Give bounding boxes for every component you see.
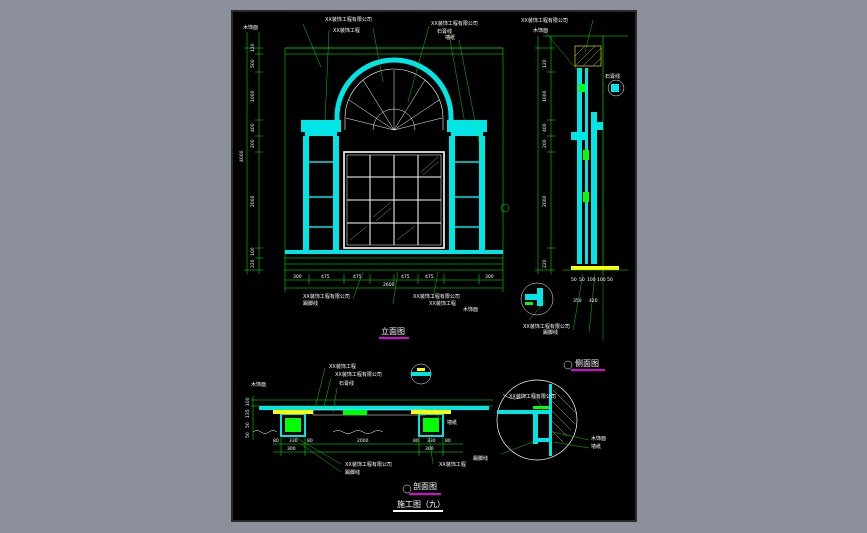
front-elevation	[244, 23, 510, 305]
dim-plan-5: 80	[413, 438, 419, 444]
dim-plan2-2: 300	[425, 446, 434, 452]
dim-front-left-5: 200	[250, 139, 256, 148]
dim-plan-2: 330	[289, 438, 298, 444]
callout-label: XX装饰工程	[439, 461, 466, 468]
dim-side-bottom-4: 100	[597, 277, 606, 283]
dim-front-left-8: 220	[250, 259, 256, 268]
title-sheet: 施工图（九）	[397, 499, 445, 509]
enlarged-detail-labels: 木饰面 墙纸 XX装饰工程有限公司 踢脚线	[473, 393, 606, 462]
callout-label: 木饰面	[251, 381, 266, 388]
drawing-frame: XX装饰工程有限公司 木饰面 XX装饰工程 XX装饰工程有限公司 石膏线 墙纸 …	[231, 10, 637, 522]
dim-plan-1: 80	[273, 438, 279, 444]
plan-section	[251, 363, 493, 473]
dim-side-bottom2-2: 420	[589, 298, 598, 304]
dim-plan-4: 2000	[357, 438, 369, 444]
bottom-titles: 剖面图 施工图（九）	[393, 481, 445, 512]
section-marker	[402, 484, 412, 494]
title-underline	[409, 493, 441, 495]
dim-side-left-4: 200	[542, 139, 548, 148]
dim-plan-3: 80	[307, 438, 313, 444]
dim-plan-left-3: 50	[245, 422, 251, 428]
callout-label: XX装饰工程有限公司	[303, 293, 350, 300]
callout-label: 踢脚线	[303, 300, 318, 307]
dim-front-4: 475	[401, 274, 410, 280]
dim-plan-6: 330	[427, 438, 436, 444]
callout-label: 石膏线	[339, 380, 354, 387]
dim-front-3: 475	[353, 274, 362, 280]
dim-side-bottom-3: 100	[587, 277, 596, 283]
dim-plan-7: 80	[445, 438, 451, 444]
plan-section-labels: 木饰面 XX装饰工程 XX装饰工程有限公司 石膏线 墙纸 XX装饰工程有限公司 …	[245, 363, 466, 476]
dim-front-2: 475	[321, 274, 330, 280]
dim-front-1: 300	[293, 274, 302, 280]
callout-label: 木饰面	[591, 435, 606, 442]
front-elevation-labels: XX装饰工程有限公司 木饰面 XX装饰工程 XX装饰工程有限公司 石膏线 墙纸 …	[239, 16, 494, 339]
dim-front-left-total: 4000	[239, 150, 245, 162]
enlarged-detail	[496, 379, 590, 461]
callout-label: 石膏线	[605, 73, 620, 80]
dim-plan-left-1: 100	[245, 397, 251, 406]
dim-front-left-3: 1000	[250, 90, 256, 102]
callout-label: XX装饰工程有限公司	[509, 393, 556, 400]
side-section	[520, 19, 628, 340]
callout-label: 墙纸	[591, 443, 601, 450]
dim-plan2-1: 300	[287, 446, 296, 452]
title-underline	[571, 369, 605, 371]
callout-label: 木饰面	[243, 24, 258, 31]
dim-front-left-1: 120	[250, 43, 256, 52]
callout-label: XX装饰工程有限公司	[335, 371, 382, 378]
callout-label: 踢脚线	[345, 469, 360, 476]
dim-plan-left-4: 50	[245, 432, 251, 438]
side-section-labels: XX装饰工程有限公司 木饰面 石膏线 XX装饰工程有限公司 踢脚线 120 10…	[521, 17, 620, 371]
callout-label: XX装饰工程有限公司	[521, 17, 568, 24]
dim-side-left-1: 120	[542, 59, 548, 68]
callout-label: XX装饰工程	[333, 27, 360, 34]
callout-label: 墙纸	[445, 34, 455, 41]
dim-front-6: 300	[485, 274, 494, 280]
callout-label: XX装饰工程有限公司	[413, 293, 460, 300]
section-marker	[563, 360, 573, 370]
callout-label: 木饰面	[533, 27, 548, 34]
cad-drawing: XX装饰工程有限公司 木饰面 XX装饰工程 XX装饰工程有限公司 石膏线 墙纸 …	[239, 16, 628, 512]
callout-label: XX装饰工程有限公司	[523, 323, 570, 330]
dim-side-bottom-1: 50	[571, 277, 577, 283]
callout-label: XX装饰工程	[329, 363, 356, 370]
dim-side-left-6: 220	[542, 259, 548, 268]
dim-front-total: 2600	[383, 282, 395, 288]
dim-front-left-2: 500	[250, 59, 256, 68]
callout-label: XX装饰工程有限公司	[325, 16, 372, 23]
callout-label: XX装饰工程	[429, 300, 456, 307]
dim-side-bottom-2: 50	[579, 277, 585, 283]
dim-front-5: 475	[425, 274, 434, 280]
dim-front-left-6: 2000	[250, 195, 256, 207]
callout-label: 踢脚线	[473, 455, 488, 462]
dim-front-left-4: 400	[250, 123, 256, 132]
callout-label: 石膏线	[437, 28, 452, 35]
dim-side-bottom-5: 50	[607, 277, 613, 283]
title-side-section: 侧面图	[575, 358, 599, 368]
callout-label: 木饰面	[463, 306, 478, 313]
callout-label: XX装饰工程有限公司	[431, 20, 478, 27]
dim-front-left-7: 100	[250, 247, 256, 256]
title-underline	[379, 337, 409, 339]
callout-label: XX装饰工程有限公司	[345, 461, 392, 468]
title-sheet-underline	[393, 510, 443, 512]
dim-plan-left-2: 135	[245, 409, 251, 418]
title-front-elevation: 立面图	[381, 326, 405, 336]
title-section: 剖面图	[413, 481, 437, 491]
callout-label: 墙纸	[447, 419, 457, 426]
dim-side-bottom2-1: 350	[573, 298, 582, 304]
callout-label: 踢脚线	[543, 329, 558, 336]
dim-side-left-5: 2000	[542, 195, 548, 207]
dim-side-left-2: 1000	[542, 90, 548, 102]
dim-side-left-3: 400	[542, 123, 548, 132]
